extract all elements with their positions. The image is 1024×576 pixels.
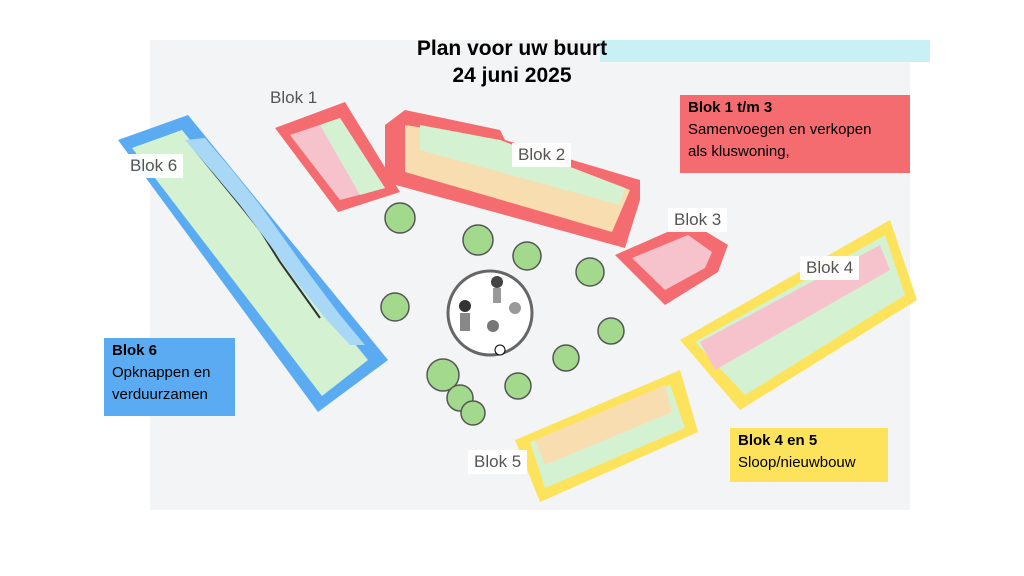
label-blok-6: Blok 6	[124, 154, 184, 178]
legend-red: Blok 1 t/m 3 Samenvoegen en verkopen als…	[680, 95, 910, 173]
block-6	[118, 115, 388, 412]
block-3	[615, 222, 728, 305]
block-1	[275, 102, 400, 212]
title-line-2: 24 juni 2025	[452, 64, 572, 87]
legend-yellow-line1: Sloop/nieuwbouw	[738, 454, 856, 471]
legend-blue-heading: Blok 6	[112, 342, 158, 359]
legend-yellow-heading: Blok 4 en 5	[738, 432, 818, 449]
legend-red-line1: Samenvoegen en verkopen	[688, 121, 872, 138]
legend-red-line2: als kluswoning,	[688, 143, 790, 160]
playground-icon	[446, 269, 534, 357]
trees	[380, 202, 625, 426]
legend-yellow: Blok 4 en 5 Sloop/nieuwbouw	[730, 428, 888, 482]
block-5	[515, 370, 698, 502]
water	[600, 40, 930, 62]
legend-blue-line1: Opknappen en	[112, 364, 211, 381]
legend-red-heading: Blok 1 t/m 3	[688, 99, 773, 116]
label-blok-4: Blok 4	[800, 256, 860, 280]
label-blok-3: Blok 3	[668, 208, 728, 232]
title-line-1: Plan voor uw buurt	[416, 37, 608, 60]
label-blok-5: Blok 5	[468, 450, 528, 474]
legend-blue: Blok 6 Opknappen en verduurzamen	[104, 338, 235, 416]
label-blok-2: Blok 2	[512, 143, 572, 167]
legend-blue-line2: verduurzamen	[112, 386, 208, 403]
label-blok-1: Blok 1	[270, 88, 318, 107]
